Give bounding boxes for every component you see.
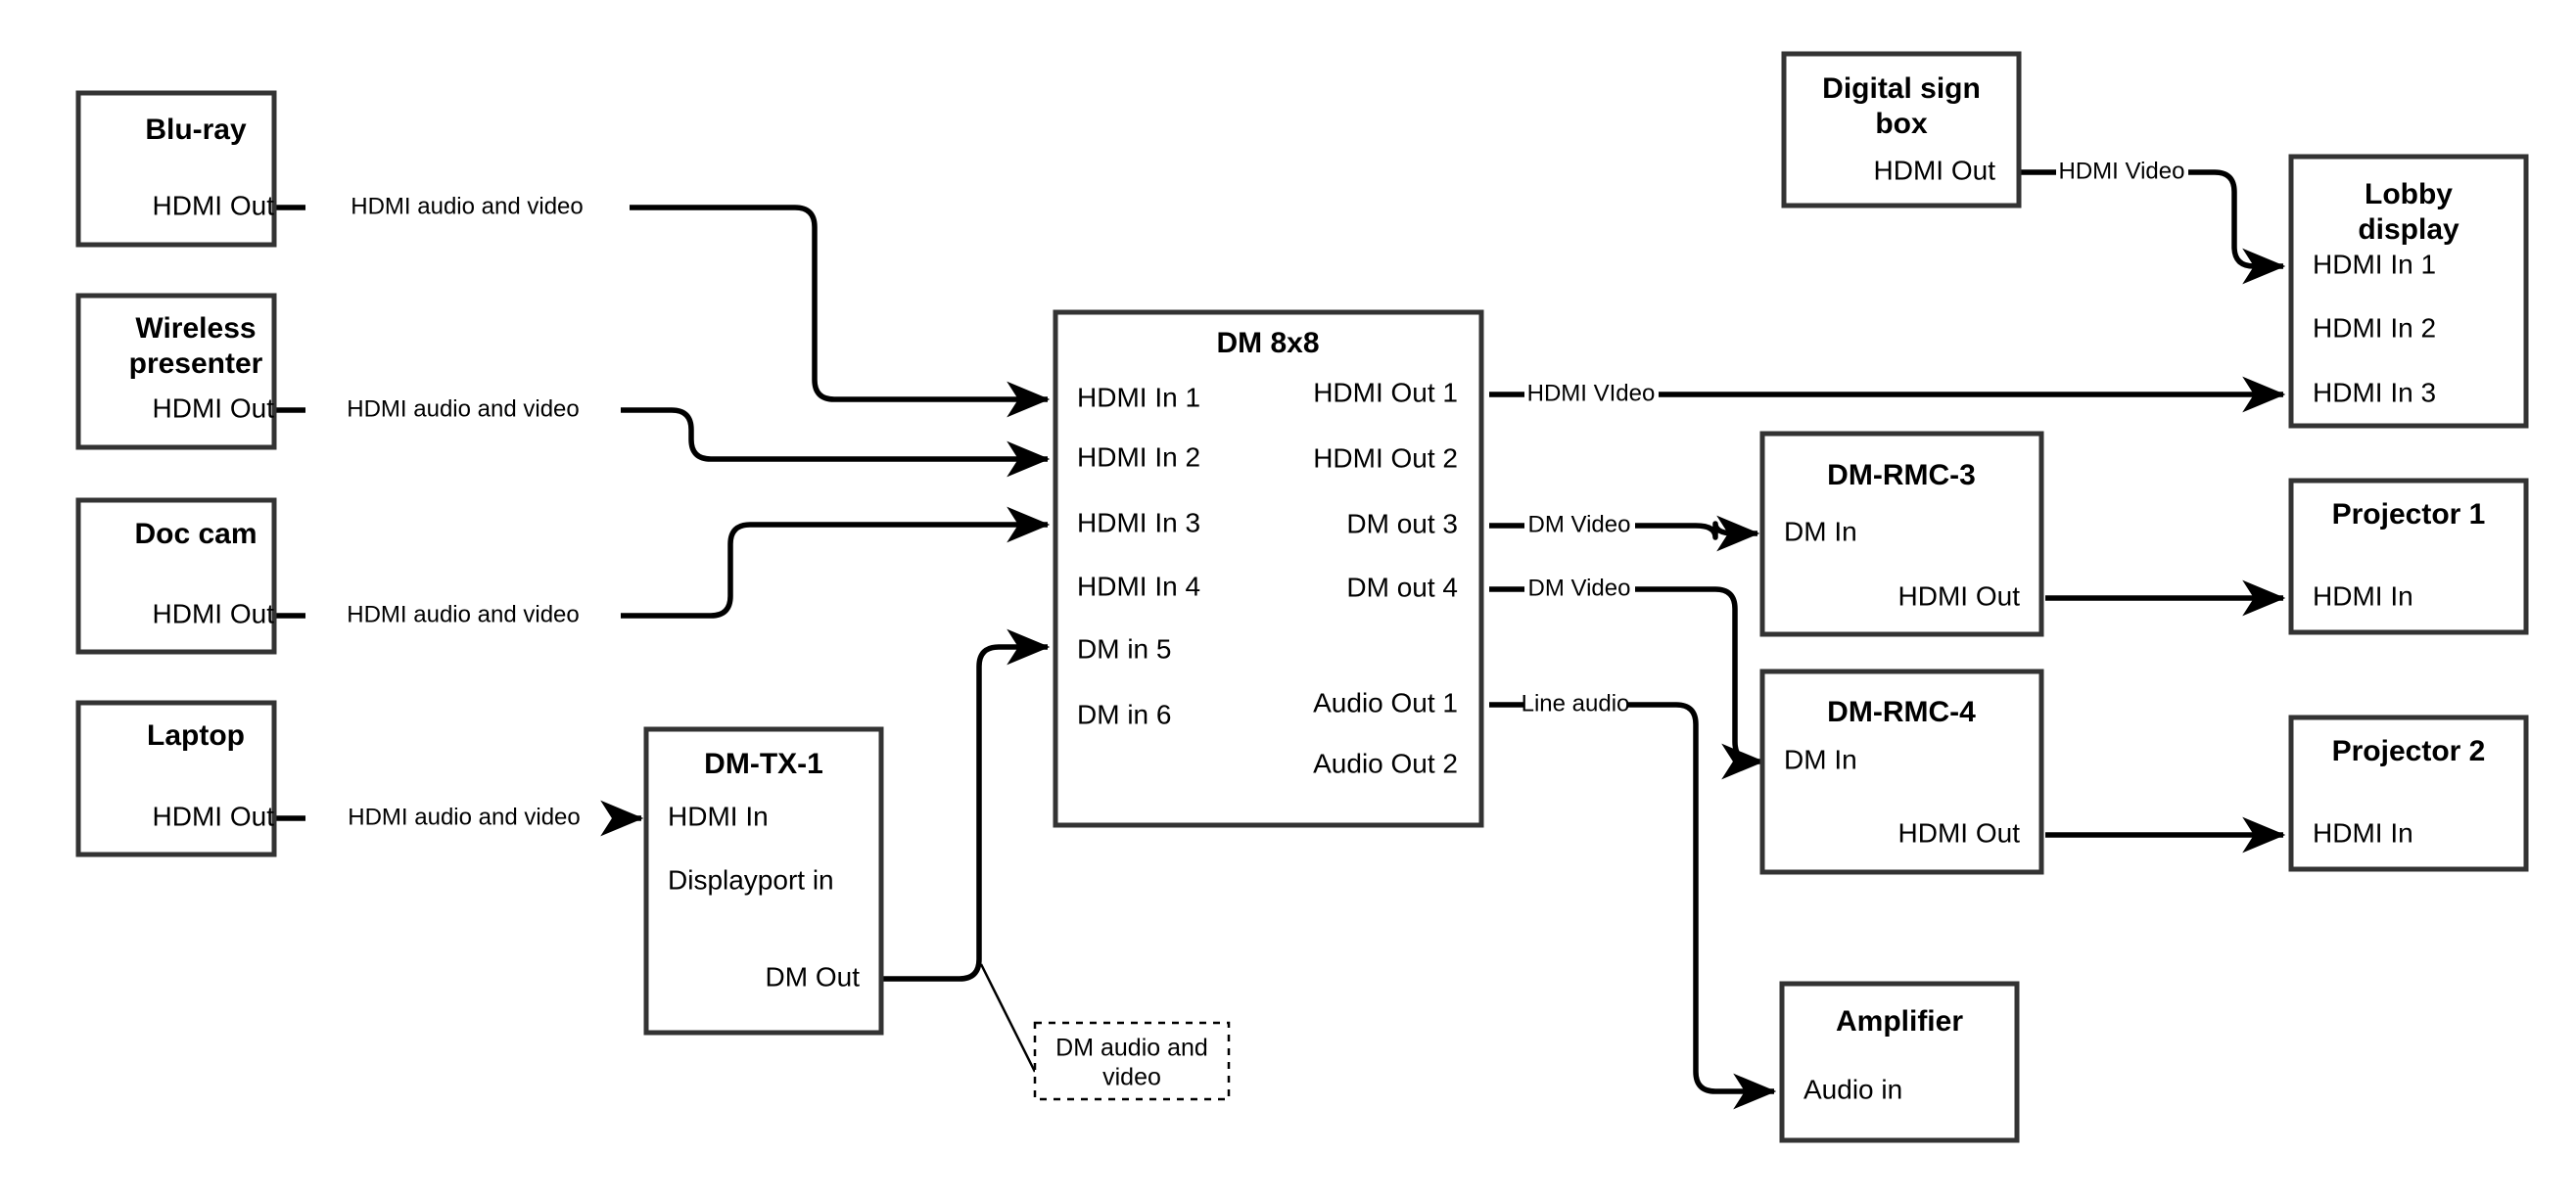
doc-cam-port-hdmi-out[interactable]: HDMI Out (153, 598, 275, 628)
amplifier-box[interactable] (1779, 981, 2020, 1143)
edge-label-hdmi-video-sign: HDMI Video (2059, 158, 2185, 184)
edge-label-doccam: HDMI audio and video (347, 601, 579, 627)
dm-8x8-port-dm-in-5[interactable]: DM in 5 (1077, 633, 1171, 664)
dm-tx-1-title: DM-TX-1 (704, 748, 823, 780)
dm-tx-1-box[interactable] (643, 726, 884, 1036)
edge-label-laptop: HDMI audio and video (348, 804, 580, 830)
node-laptop[interactable]: Laptop HDMI Out (75, 700, 277, 857)
dm-tx-1-port-displayport-in[interactable]: Displayport in (668, 864, 834, 895)
blu-ray-port-hdmi-out[interactable]: HDMI Out (153, 190, 275, 220)
lobby-display-port-hdmi-in-1[interactable]: HDMI In 1 (2313, 249, 2436, 279)
callout-leader-line (979, 963, 1037, 1073)
node-projector-1[interactable]: Projector 1 HDMI In (2288, 478, 2529, 635)
dm-tx-1-port-hdmi-in[interactable]: HDMI In (668, 801, 769, 831)
callout-box (1033, 1021, 1231, 1101)
dm-rmc-3-title: DM-RMC-3 (1827, 459, 1976, 491)
laptop-title: Laptop (147, 719, 245, 752)
lobby-display-title-line-1: Lobby (2365, 178, 2453, 210)
projector-1-box[interactable] (2288, 478, 2529, 635)
laptop-port-hdmi-out[interactable]: HDMI Out (153, 801, 275, 831)
edge-label-bluray: HDMI audio and video (351, 193, 583, 219)
dm-8x8-port-hdmi-out-2[interactable]: HDMI Out 2 (1313, 442, 1458, 473)
projector-2-title: Projector 2 (2332, 735, 2486, 767)
node-projector-2[interactable]: Projector 2 HDMI In (2288, 715, 2529, 872)
node-dm-8x8[interactable]: DM 8x8 HDMI In 1 HDMI In 2 HDMI In 3 HDM… (1053, 309, 1484, 828)
digital-sign-box-title-line-1: Digital sign (1822, 72, 1981, 105)
amplifier-title: Amplifier (1836, 1005, 1963, 1038)
edge-label-dm-video-3: DM Video (1528, 511, 1631, 537)
dm-8x8-port-dm-out-4[interactable]: DM out 4 (1346, 572, 1458, 602)
wireless-presenter-title-line-1: Wireless (135, 312, 256, 345)
projector-2-port-hdmi-in[interactable]: HDMI In (2313, 817, 2413, 848)
doc-cam-title: Doc cam (134, 518, 257, 550)
edge-label-line-audio: Line audio (1522, 690, 1630, 716)
node-blu-ray[interactable]: Blu-ray HDMI Out (75, 90, 277, 248)
dm-tx-1-port-dm-out[interactable]: DM Out (766, 961, 861, 992)
digital-sign-box-title-line-2: box (1875, 108, 1928, 140)
node-lobby-display[interactable]: Lobby display HDMI In 1 HDMI In 2 HDMI I… (2288, 154, 2529, 429)
digital-sign-box-box[interactable] (1781, 51, 2022, 208)
dm-8x8-port-hdmi-in-4[interactable]: HDMI In 4 (1077, 571, 1200, 601)
node-dm-rmc-4[interactable]: DM-RMC-4 DM In HDMI Out (1759, 669, 2044, 875)
node-dm-rmc-3[interactable]: DM-RMC-3 DM In HDMI Out (1759, 431, 2044, 637)
dm-8x8-port-dm-in-6[interactable]: DM in 6 (1077, 699, 1171, 729)
wireless-presenter-box[interactable] (75, 293, 277, 450)
wireless-presenter-title-line-2: presenter (129, 347, 263, 380)
laptop-box[interactable] (75, 700, 277, 857)
blu-ray-title: Blu-ray (145, 114, 247, 146)
dm-rmc-4-port-hdmi-out[interactable]: HDMI Out (1898, 817, 2021, 848)
wire-digitalsign-to-lobby-hdmi-in-1 (2019, 169, 2283, 266)
node-amplifier[interactable]: Amplifier Audio in (1779, 981, 2020, 1143)
lobby-display-title-line-2: display (2358, 213, 2459, 246)
edge-label-hdmi-video-lobby: HDMI VIdeo (1527, 380, 1656, 406)
wire-dm8x8-to-amplifier-audio-in (1489, 702, 1774, 1091)
dm-rmc-4-port-dm-in[interactable]: DM In (1784, 744, 1857, 774)
dm-rmc-4-title: DM-RMC-4 (1827, 696, 1976, 728)
dm-8x8-box[interactable] (1053, 309, 1484, 828)
wire-dm8x8-to-rmc4-dm-in (1489, 586, 1762, 762)
node-wireless-presenter[interactable]: Wireless presenter HDMI Out (75, 293, 277, 450)
dm-8x8-port-audio-out-2[interactable]: Audio Out 2 (1313, 748, 1458, 778)
dm-8x8-port-dm-out-3[interactable]: DM out 3 (1346, 508, 1458, 538)
dm-rmc-4-box[interactable] (1759, 669, 2044, 875)
dm-8x8-port-audio-out-1[interactable]: Audio Out 1 (1313, 687, 1458, 717)
edge-label-layer: HDMI audio and video HDMI audio and vide… (347, 158, 2184, 830)
callout-text-line-2: video (1102, 1064, 1161, 1091)
callout-text-line-1: DM audio and (1055, 1035, 1208, 1062)
node-dm-tx-1[interactable]: DM-TX-1 HDMI In Displayport in DM Out (643, 726, 884, 1036)
projector-2-box[interactable] (2288, 715, 2529, 872)
dm-rmc-3-box[interactable] (1759, 431, 2044, 637)
dm-8x8-port-hdmi-in-3[interactable]: HDMI In 3 (1077, 507, 1200, 537)
dm-rmc-3-port-dm-in[interactable]: DM In (1784, 516, 1857, 546)
dm-8x8-port-hdmi-in-1[interactable]: HDMI In 1 (1077, 382, 1200, 412)
projector-1-title: Projector 1 (2332, 498, 2486, 531)
digital-sign-box-port-hdmi-out[interactable]: HDMI Out (1874, 155, 1996, 185)
edge-label-wireless: HDMI audio and video (347, 395, 579, 422)
dm-rmc-3-port-hdmi-out[interactable]: HDMI Out (1898, 580, 2021, 611)
dm-8x8-port-hdmi-in-2[interactable]: HDMI In 2 (1077, 441, 1200, 472)
lobby-display-port-hdmi-in-2[interactable]: HDMI In 2 (2313, 312, 2436, 343)
node-doc-cam[interactable]: Doc cam HDMI Out (75, 497, 277, 655)
dm-8x8-title: DM 8x8 (1216, 327, 1319, 359)
projector-1-port-hdmi-in[interactable]: HDMI In (2313, 580, 2413, 611)
doc-cam-box[interactable] (75, 497, 277, 655)
callout-dm-audio-and-video: DM audio and video (1033, 1021, 1231, 1101)
lobby-display-box[interactable] (2288, 154, 2529, 429)
wire-dmtx1-to-dm8x8-dm-in-5 (880, 628, 1051, 982)
blu-ray-box[interactable] (75, 90, 277, 248)
edge-label-dm-video-4: DM Video (1528, 575, 1631, 601)
wireless-presenter-port-hdmi-out[interactable]: HDMI Out (153, 393, 275, 423)
amplifier-port-audio-in[interactable]: Audio in (1803, 1074, 1902, 1104)
lobby-display-port-hdmi-in-3[interactable]: HDMI In 3 (2313, 377, 2436, 407)
dm-8x8-port-hdmi-out-1[interactable]: HDMI Out 1 (1313, 377, 1458, 407)
node-digital-sign-box[interactable]: Digital sign box HDMI Out (1781, 51, 2022, 208)
wire-dm8x8-to-rmc3-dm-in (1489, 524, 1757, 537)
